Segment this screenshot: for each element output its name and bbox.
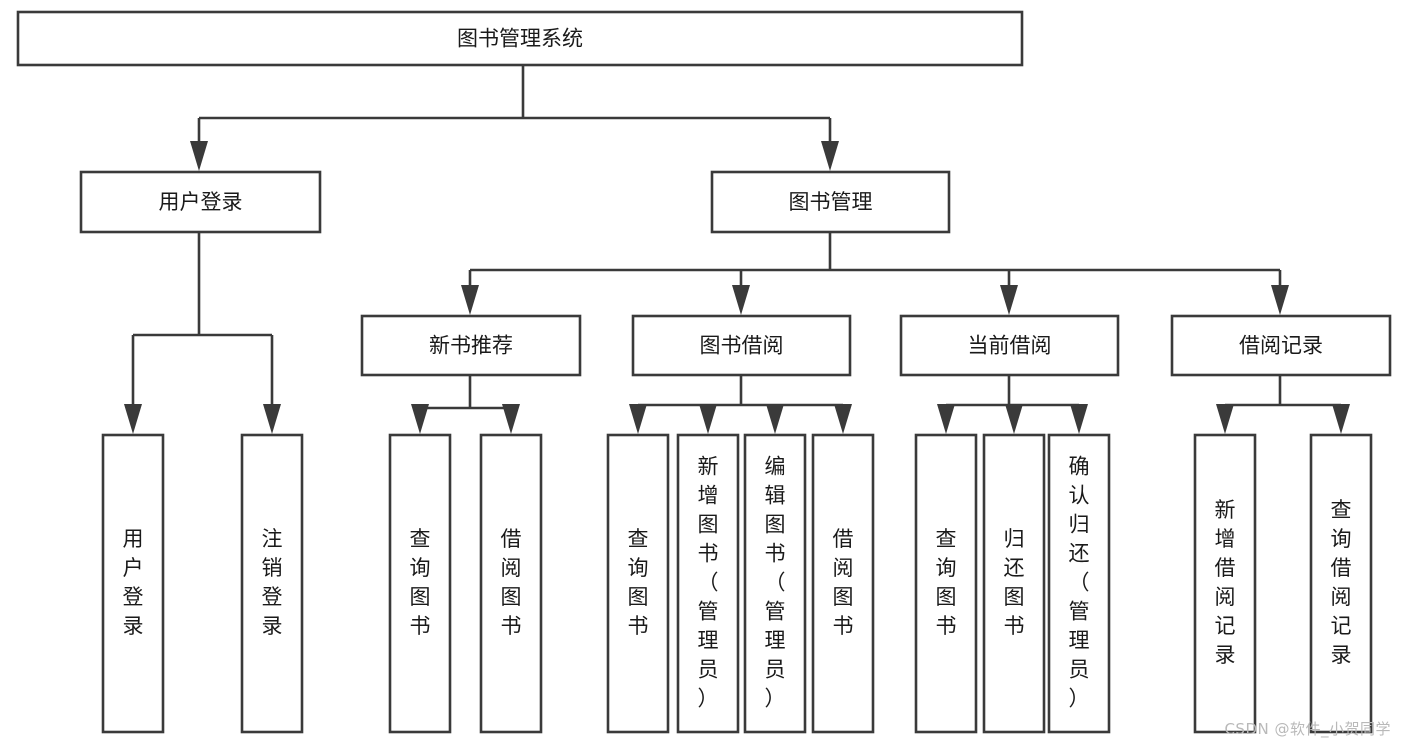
arrow-head-icon [411,404,429,434]
node-box[interactable] [479,433,543,734]
node-label: 查询图书 [628,527,649,638]
node-box[interactable] [631,314,852,377]
leaf-node-确认归还管理员[interactable]: 确认归还（管理员） [1047,433,1111,734]
node-label: 归还图书 [1004,527,1025,638]
leaf-node-新增借阅记录[interactable]: 新增借阅记录 [1193,433,1257,734]
connector-new-book-to-leaves [411,375,520,434]
node-label: 新增图书（管理员） [698,455,719,711]
node-label: 借阅记录 [1239,334,1323,358]
level2-node-图书管理[interactable]: 图书管理 [710,170,951,234]
arrow-head-icon [629,404,647,434]
node-layer: 图书管理系统用户登录图书管理新书推荐图书借阅当前借阅借阅记录用户登录注销登录查询… [16,10,1392,734]
node-label: 用户登录 [159,190,243,214]
node-box[interactable] [899,314,1120,377]
root-node-图书管理系统[interactable]: 图书管理系统 [16,10,1024,67]
node-label: 查询图书 [936,527,957,638]
node-box[interactable] [79,170,322,234]
node-label: 新书推荐 [429,334,513,358]
node-box[interactable] [360,314,582,377]
node-label: 当前借阅 [968,334,1052,358]
node-label: 图书借阅 [700,334,784,358]
leaf-node-用户登录[interactable]: 用户登录 [101,433,165,734]
arrow-head-icon [263,404,281,434]
node-label: 查询图书 [410,527,431,638]
node-box[interactable] [1309,433,1373,734]
arrow-head-icon [1005,404,1023,434]
leaf-node-注销登录[interactable]: 注销登录 [240,433,304,734]
level3-node-新书推荐[interactable]: 新书推荐 [360,314,582,377]
arrow-head-icon [1332,404,1350,434]
node-box[interactable] [811,433,875,734]
node-box[interactable] [1047,433,1111,734]
arrow-head-icon [124,404,142,434]
node-label: 借阅图书 [833,527,854,638]
arrow-head-icon [1000,285,1018,315]
arrow-head-icon [937,404,955,434]
level3-node-当前借阅[interactable]: 当前借阅 [899,314,1120,377]
level3-node-图书借阅[interactable]: 图书借阅 [631,314,852,377]
leaf-node-查询图书[interactable]: 查询图书 [388,433,452,734]
arrow-head-icon [502,404,520,434]
node-label: 图书管理系统 [457,27,583,51]
arrow-head-icon [1271,285,1289,315]
arrow-head-icon [821,141,839,171]
node-box[interactable] [743,433,807,734]
leaf-node-编辑图书管理员[interactable]: 编辑图书（管理员） [743,433,807,734]
node-label: 确认归还（管理员） [1069,455,1090,711]
connector-layer [124,65,1350,434]
level3-node-借阅记录[interactable]: 借阅记录 [1170,314,1392,377]
node-box[interactable] [101,433,165,734]
leaf-node-新增图书管理员[interactable]: 新增图书（管理员） [676,433,740,734]
node-label: 查询借阅记录 [1331,498,1352,667]
arrow-head-icon [699,404,717,434]
connector-user-login-to-leaves [124,232,281,434]
leaf-node-查询图书[interactable]: 查询图书 [606,433,670,734]
connector-root-to-level2 [190,65,839,171]
leaf-node-归还图书[interactable]: 归还图书 [982,433,1046,734]
connector-book-borrow-to-leaves [629,375,852,434]
arrow-head-icon [1070,404,1088,434]
connector-current-borrow-to-leaves [937,375,1088,434]
node-box[interactable] [710,170,951,234]
node-label: 用户登录 [123,527,144,638]
node-label: 图书管理 [789,190,873,214]
node-box[interactable] [16,10,1024,67]
leaf-node-查询借阅记录[interactable]: 查询借阅记录 [1309,433,1373,734]
node-box[interactable] [1193,433,1257,734]
node-box[interactable] [982,433,1046,734]
node-box[interactable] [676,433,740,734]
node-label: 注销登录 [262,527,283,638]
node-label: 借阅图书 [501,527,522,638]
node-box[interactable] [606,433,670,734]
leaf-node-查询图书[interactable]: 查询图书 [914,433,978,734]
level2-node-用户登录[interactable]: 用户登录 [79,170,322,234]
arrow-head-icon [190,141,208,171]
arrow-head-icon [1216,404,1234,434]
leaf-node-借阅图书[interactable]: 借阅图书 [811,433,875,734]
node-box[interactable] [1170,314,1392,377]
connector-borrow-record-to-leaves [1216,375,1350,434]
node-box[interactable] [388,433,452,734]
arrow-head-icon [461,285,479,315]
node-label: 编辑图书（管理员） [765,455,786,711]
watermark-label: CSDN @软件_小贺同学 [1224,720,1391,738]
arrow-head-icon [732,285,750,315]
node-label: 新增借阅记录 [1215,498,1236,667]
arrow-head-icon [834,404,852,434]
arrow-head-icon [766,404,784,434]
node-box[interactable] [914,433,978,734]
connector-book-manage-to-level3 [461,232,1289,315]
node-box[interactable] [240,433,304,734]
leaf-node-借阅图书[interactable]: 借阅图书 [479,433,543,734]
